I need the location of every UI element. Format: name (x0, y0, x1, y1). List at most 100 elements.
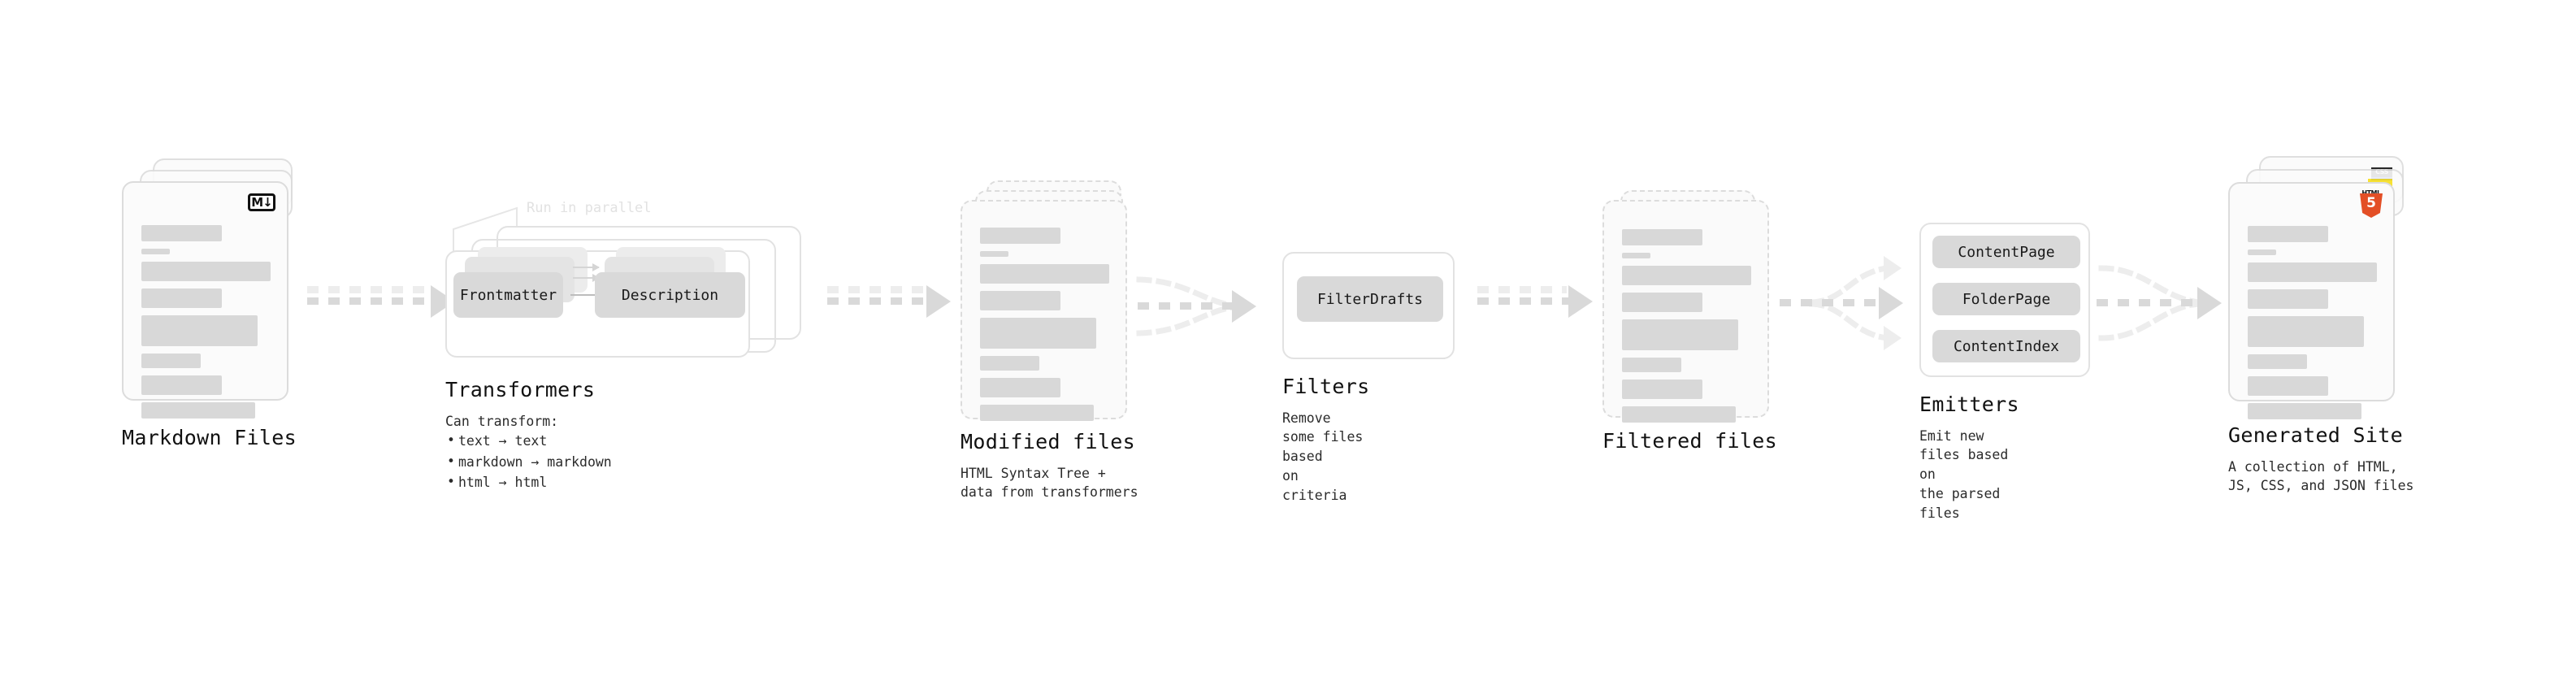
filtered-file-stack (1602, 190, 1777, 434)
transformers-list: text → text markdown → markdown html → h… (445, 430, 612, 492)
doc-bar (1622, 319, 1739, 350)
pill-folderpage[interactable]: FolderPage (1932, 283, 2080, 315)
doc-bar (980, 405, 1094, 421)
connector-dash (1138, 302, 1237, 310)
doc-layer-front (961, 200, 1127, 421)
stage-title: Generated Site (2228, 423, 2403, 447)
doc-bar (2248, 376, 2328, 396)
connector-arrowhead (1879, 287, 1903, 319)
doc-layer-front (1602, 200, 1769, 423)
doc-bar (980, 291, 1060, 310)
connector-arrowhead (2197, 287, 2222, 319)
transformer-layer-front: Frontmatter Description (445, 247, 750, 358)
caption-transformers: Transformers Can transform: text → text … (445, 379, 612, 492)
stage-title: Transformers (445, 378, 596, 401)
transformers-lead: Can transform: (445, 413, 559, 429)
list-item: html → html (445, 471, 612, 492)
doc-bar (1622, 406, 1736, 423)
doc-bar (141, 315, 258, 346)
doc-bar (1622, 229, 1702, 245)
doc-bar (2248, 289, 2328, 309)
html5-badge-digit: 5 (2366, 194, 2376, 211)
doc-bar (141, 354, 202, 368)
doc-bar (980, 251, 1008, 257)
doc-layer-front: HTML 5 (2228, 182, 2395, 419)
filters-box: FilterDrafts (1282, 252, 1455, 359)
generated-site-stack: CSS JS HTML 5 (2228, 156, 2419, 424)
html5-badge: HTML 5 (2359, 189, 2383, 218)
pill-frontmatter[interactable]: Frontmatter (453, 272, 563, 318)
stage-subtitle: HTML Syntax Tree + data from transformer… (961, 465, 1138, 501)
connector-dash (827, 297, 931, 305)
caption-generated-site: Generated Site A collection of HTML, JS,… (2228, 424, 2413, 496)
doc-bar (980, 264, 1109, 284)
doc-bar (2248, 262, 2377, 282)
markdown-file-stack: M↓ (122, 158, 309, 423)
doc-bar (1622, 253, 1650, 258)
stage-title: Filtered files (1602, 429, 1777, 453)
stage-subtitle: Emit new files based on the parsed files (1919, 427, 2009, 522)
stage-markdown-files: M↓ Markdown Files (122, 158, 309, 449)
doc-bar (1622, 358, 1682, 372)
caption-filtered-files: Filtered files (1602, 430, 1777, 453)
connector-arrowhead (1568, 285, 1593, 318)
stage-title: Markdown Files (122, 426, 297, 449)
doc-bar (2248, 403, 2361, 419)
transform-arrow (573, 263, 600, 271)
connector-dash (827, 286, 923, 293)
doc-bar (980, 378, 1060, 397)
connector-arrowhead (1232, 290, 1256, 323)
connector-dash (307, 297, 437, 305)
doc-bar (141, 262, 271, 281)
doc-bar (1622, 380, 1702, 399)
html5-shield-icon: 5 (2360, 193, 2383, 218)
run-in-parallel-label: Run in parallel (527, 200, 652, 216)
emitters-box: ContentPage FolderPage ContentIndex (1919, 223, 2090, 377)
doc-bar (141, 225, 222, 241)
stage-title: Filters (1282, 375, 1370, 398)
caption-filters: Filters Remove some files based on crite… (1282, 375, 1369, 505)
doc-bar (141, 375, 222, 395)
stage-generated-site: CSS JS HTML 5 (2228, 156, 2419, 493)
stage-subtitle: A collection of HTML, JS, CSS, and JSON … (2228, 458, 2414, 494)
doc-bar (141, 288, 222, 308)
doc-bar (980, 228, 1060, 244)
doc-bar (1622, 293, 1702, 312)
markdown-badge: M↓ (248, 193, 275, 211)
connector-arrowhead (926, 285, 951, 318)
stage-title: Modified files (961, 430, 1135, 453)
stage-filtered-files: Filtered files (1602, 190, 1777, 452)
doc-bar (141, 249, 170, 254)
caption-modified-files: Modified files HTML Syntax Tree + data f… (961, 431, 1138, 502)
pill-contentpage[interactable]: ContentPage (1932, 236, 2080, 268)
stage-modified-files: Modified files HTML Syntax Tree + data f… (961, 180, 1139, 500)
caption-emitters: Emitters Emit new files based on the par… (1919, 393, 2019, 523)
pill-filterdrafts[interactable]: FilterDrafts (1297, 276, 1443, 322)
doc-bar (980, 318, 1097, 349)
doc-bar (141, 402, 255, 419)
connector-arrowhead-branch (1884, 256, 1902, 280)
run-in-parallel-leader (453, 206, 518, 252)
list-item: markdown → markdown (445, 450, 612, 472)
doc-layer-front: M↓ (122, 181, 288, 419)
caption-markdown-files: Markdown Files (122, 427, 297, 449)
doc-bar (2248, 354, 2308, 369)
list-item: text → text (445, 430, 612, 451)
connector-dash (1477, 286, 1567, 293)
connector-dash (307, 286, 429, 293)
doc-bar (2248, 249, 2276, 255)
doc-bar (2248, 316, 2365, 347)
pill-contentindex[interactable]: ContentIndex (1932, 330, 2080, 362)
doc-bar (1622, 266, 1751, 285)
pill-description[interactable]: Description (595, 272, 745, 318)
doc-bar (980, 356, 1040, 371)
html5-badge-word: HTML (2361, 189, 2381, 197)
connector-dash (1477, 297, 1573, 305)
connector-arrowhead-branch (1884, 326, 1902, 350)
connector-dash (2097, 299, 2202, 306)
stage-title: Emitters (1919, 393, 2019, 416)
connector-dash (1780, 299, 1884, 306)
stage-subtitle: Remove some files based on criteria (1282, 410, 1364, 504)
doc-bar (2248, 226, 2328, 242)
